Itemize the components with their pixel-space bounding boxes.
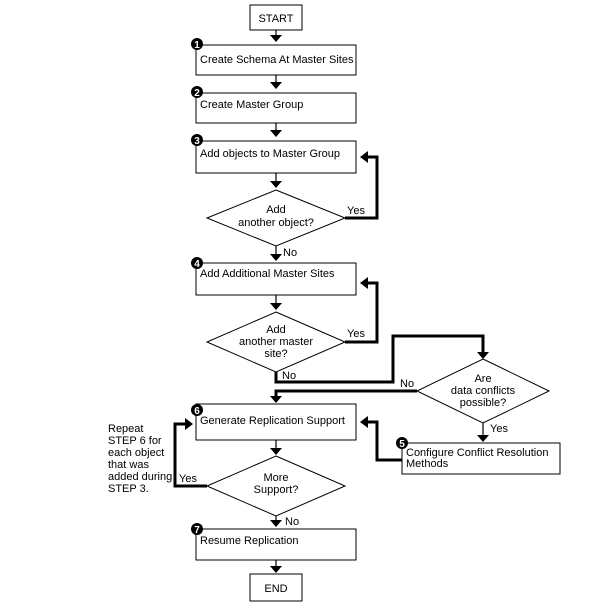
connector-step2-step3 xyxy=(270,123,282,137)
decision-more-support: More Support? xyxy=(205,455,347,517)
svg-text:each object: each object xyxy=(108,447,164,459)
svg-text:another master: another master xyxy=(239,336,313,348)
svg-text:STEP 6 for: STEP 6 for xyxy=(108,435,162,447)
connector-start-step1 xyxy=(270,30,282,42)
svg-text:another object?: another object? xyxy=(238,217,314,229)
loop-yes-more-support xyxy=(173,418,207,488)
svg-text:Generate Replication Support: Generate Replication Support xyxy=(200,415,345,427)
svg-text:Repeat: Repeat xyxy=(108,423,143,435)
repeat-note: Repeat STEP 6 for each object that was a… xyxy=(108,423,172,495)
svg-text:2: 2 xyxy=(194,88,200,99)
path-no-to-step6 xyxy=(270,389,417,403)
svg-text:possible?: possible? xyxy=(460,397,506,409)
svg-text:Create Master Group: Create Master Group xyxy=(200,99,303,111)
start-node: START xyxy=(249,4,303,31)
no-label-conflicts: No xyxy=(400,378,414,390)
end-node: END xyxy=(249,573,303,602)
step-7-box: Resume Replication xyxy=(195,528,357,561)
svg-text:Add Additional Master Sites: Add Additional Master Sites xyxy=(200,268,335,280)
loop-yes-add-object xyxy=(345,151,379,220)
step-1-badge: 1 xyxy=(191,38,203,51)
path-no-to-conflicts xyxy=(274,334,489,384)
step-2-box: Create Master Group xyxy=(195,92,357,124)
svg-text:5: 5 xyxy=(399,439,405,450)
svg-text:data conflicts: data conflicts xyxy=(451,385,516,397)
svg-text:Add: Add xyxy=(266,324,286,336)
yes-label-add-master: Yes xyxy=(347,328,365,340)
step-6-box: Generate Replication Support xyxy=(195,403,357,441)
svg-text:START: START xyxy=(258,13,293,25)
step-5-badge: 5 xyxy=(396,437,408,450)
connector-step6-decision xyxy=(270,440,282,455)
loop-yes-add-master xyxy=(345,277,379,344)
svg-text:More: More xyxy=(263,472,288,484)
svg-text:Create Schema At Master Sites: Create Schema At Master Sites xyxy=(200,54,354,66)
svg-text:Add: Add xyxy=(266,204,286,216)
svg-text:END: END xyxy=(264,583,287,595)
step-3-badge: 3 xyxy=(191,134,203,147)
svg-text:4: 4 xyxy=(194,259,200,270)
path-step5-to-step6 xyxy=(360,416,402,462)
decision-add-object: Add another object? xyxy=(205,189,347,247)
svg-text:that was: that was xyxy=(108,459,149,471)
connector-decision-step7 xyxy=(270,516,282,527)
svg-text:6: 6 xyxy=(194,406,200,417)
step-5-box: Configure Conflict Resolution Methods xyxy=(401,442,561,475)
svg-text:1: 1 xyxy=(194,40,200,51)
svg-text:Resume Replication: Resume Replication xyxy=(200,535,298,547)
step-3-box: Add objects to Master Group xyxy=(195,140,357,174)
svg-text:Support?: Support? xyxy=(254,484,299,496)
svg-text:Methods: Methods xyxy=(406,458,449,470)
decision-add-master-site: Add another master site? xyxy=(205,311,347,373)
decision-data-conflicts: Are data conflicts possible? xyxy=(415,358,551,424)
step-4-box: Add Additional Master Sites xyxy=(195,262,357,296)
yes-label-more-support: Yes xyxy=(179,473,197,485)
step-6-badge: 6 xyxy=(191,404,203,417)
connector-step4-decision xyxy=(270,295,282,310)
svg-text:Are: Are xyxy=(474,373,491,385)
step-4-badge: 4 xyxy=(191,257,203,270)
svg-text:added during: added during xyxy=(108,471,172,483)
connector-step1-step2 xyxy=(270,75,282,89)
svg-text:3: 3 xyxy=(194,136,200,147)
no-label-add-object: No xyxy=(283,247,297,259)
svg-text:Add objects to Master Group: Add objects to Master Group xyxy=(200,148,340,160)
svg-text:7: 7 xyxy=(194,525,200,536)
connector-step7-end xyxy=(270,560,282,573)
step-2-badge: 2 xyxy=(191,86,203,99)
svg-text:site?: site? xyxy=(264,348,287,360)
yes-label-add-object: Yes xyxy=(347,205,365,217)
no-label-more-support: No xyxy=(285,516,299,528)
step-1-box: Create Schema At Master Sites xyxy=(195,44,357,76)
svg-text:Configure Conflict Resolution: Configure Conflict Resolution xyxy=(406,447,548,459)
yes-label-conflicts: Yes xyxy=(490,423,508,435)
svg-text:STEP 3.: STEP 3. xyxy=(108,483,149,495)
no-label-add-master: No xyxy=(282,370,296,382)
path-yes-to-step5 xyxy=(477,423,489,442)
connector-step3-decision xyxy=(270,173,282,188)
connector-decision-step4 xyxy=(270,246,282,261)
step-7-badge: 7 xyxy=(191,523,203,536)
